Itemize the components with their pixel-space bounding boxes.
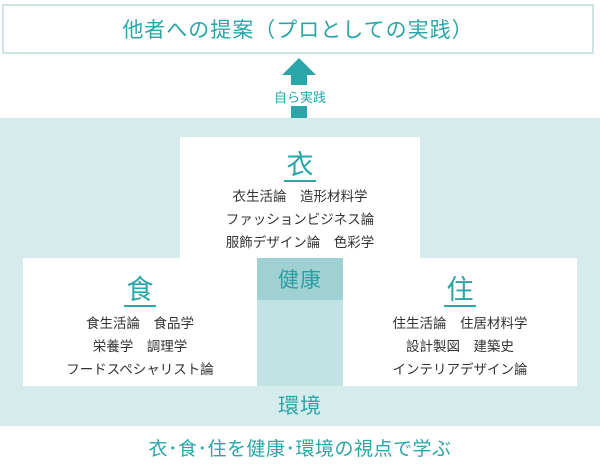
housing-course: 住生活論 住居材料学 bbox=[392, 316, 528, 332]
housing-card: 住 住生活論 住居材料学 設計製図 建築史 インテリアデザイン論 bbox=[343, 258, 577, 386]
food-course: 食生活論 食品学 bbox=[86, 316, 194, 332]
food-title: 食 bbox=[126, 275, 154, 306]
arrow-shaft-lower bbox=[291, 106, 307, 118]
food-course: フードスペシャリスト論 bbox=[66, 362, 214, 378]
clothing-course: ファッションビジネス論 bbox=[225, 212, 375, 228]
housing-course-list: 住生活論 住居材料学 設計製図 建築史 インテリアデザイン論 bbox=[343, 313, 577, 382]
housing-title-underline bbox=[444, 305, 476, 307]
proposal-title: 他者への提案（プロとしての実践） bbox=[122, 18, 474, 42]
housing-course: インテリアデザイン論 bbox=[392, 362, 528, 378]
housing-course: 設計製図 建築史 bbox=[406, 339, 514, 355]
clothing-course-list: 衣生活論 造形材料学 ファッションビジネス論 服飾デザイン論 色彩学 bbox=[180, 186, 420, 255]
health-label: 健康 bbox=[257, 258, 343, 300]
food-course-list: 食生活論 食品学 栄養学 調理学 フードスペシャリスト論 bbox=[23, 313, 257, 382]
clothing-title-underline bbox=[284, 180, 316, 182]
food-card: 食 食生活論 食品学 栄養学 調理学 フードスペシャリスト論 bbox=[23, 258, 257, 386]
arrow-shaft-upper bbox=[291, 75, 307, 85]
clothing-course: 服飾デザイン論 色彩学 bbox=[225, 235, 375, 251]
housing-title: 住 bbox=[446, 275, 474, 306]
environment-label: 環境 bbox=[278, 394, 322, 418]
proposal-box: 他者への提案（プロとしての実践） bbox=[2, 4, 594, 54]
arrow-label: 自ら実践 bbox=[273, 91, 326, 106]
food-title-underline bbox=[124, 305, 156, 307]
up-arrow-icon bbox=[282, 58, 316, 75]
clothing-title: 衣 bbox=[286, 150, 314, 181]
diagram-caption: 衣･食･住を健康･環境の視点で学ぶ bbox=[148, 438, 452, 460]
clothing-card: 衣 衣生活論 造形材料学 ファッションビジネス論 服飾デザイン論 色彩学 bbox=[180, 137, 420, 258]
food-course: 栄養学 調理学 bbox=[92, 339, 188, 355]
clothing-course: 衣生活論 造形材料学 bbox=[232, 189, 368, 205]
